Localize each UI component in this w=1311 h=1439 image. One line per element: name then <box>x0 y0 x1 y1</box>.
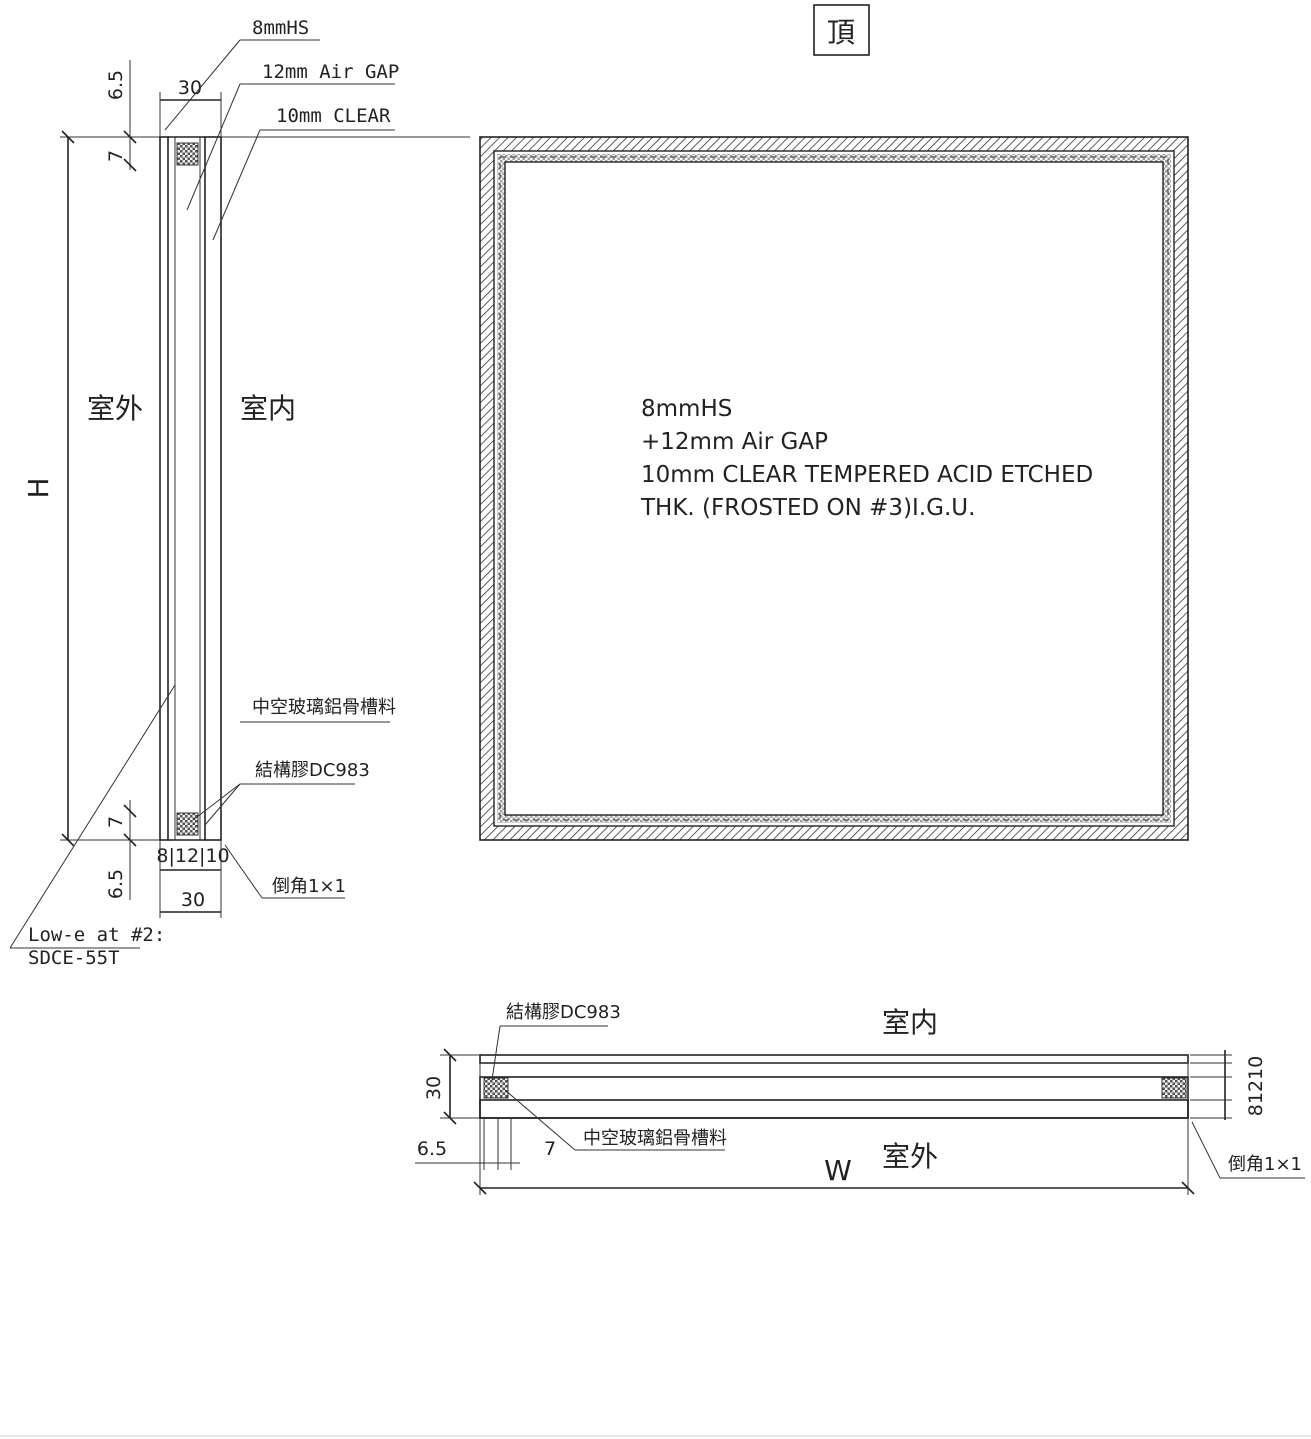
plan-spacer-right <box>1161 1077 1187 1099</box>
dim-bot-7: 7 <box>105 816 127 828</box>
glass-elevation: 8mmHS +12mm Air GAP 10mm CLEAR TEMPERED … <box>479 136 1189 841</box>
dim-top-6-5: 6.5 <box>105 70 127 100</box>
side-inside-label: 室内 <box>240 392 296 425</box>
air-gap-zone <box>174 136 201 841</box>
plan-dim-6-5: 6.5 <box>417 1138 447 1160</box>
glass-note-line2: +12mm Air GAP <box>641 429 828 455</box>
label-spacer-plan: 中空玻璃鋁骨槽料 <box>583 1128 727 1149</box>
plan-dim-7: 7 <box>544 1138 556 1160</box>
plan-glass-10mm <box>479 1099 1189 1119</box>
plan-section: 結構膠DC983 室内 室外 30 6.5 7 W 中空玻璃鋁骨槽料 <box>415 1002 1305 1195</box>
label-10mm-clear: 10mm CLEAR <box>276 105 391 127</box>
plan-inside-label: 室内 <box>882 1006 938 1039</box>
glass-note-line4: THK. (FROSTED ON #3)I.G.U. <box>640 495 975 521</box>
side-section: H 6.5 7 30 7 6.5 8|12|10 30 8mmHS 12mm A… <box>9 17 399 969</box>
plan-glass-8mm <box>479 1054 1189 1064</box>
glass-pane-area <box>504 161 1164 816</box>
plan-spacer-left <box>483 1077 509 1099</box>
side-outside-label: 室外 <box>87 392 143 425</box>
label-lowe-2: SDCE-55T <box>28 947 120 969</box>
dim-top-7: 7 <box>105 150 127 162</box>
label-chamfer-plan: 倒角1×1 <box>1228 1154 1302 1175</box>
plan-width-label: W <box>824 1154 852 1187</box>
dim-bot-30: 30 <box>181 889 205 911</box>
label-spacer-side: 中空玻璃鋁骨槽料 <box>252 697 396 718</box>
glass-note-line3: 10mm CLEAR TEMPERED ACID ETCHED <box>641 462 1093 488</box>
glass-pane-10mm <box>204 136 222 841</box>
glass-note-line1: 8mmHS <box>641 396 732 422</box>
height-label: H <box>22 477 55 498</box>
label-8mmhs: 8mmHS <box>252 17 309 39</box>
plan-dim-81210: 81210 <box>1245 1056 1267 1116</box>
spacer-top <box>176 142 199 166</box>
plan-dim-30: 30 <box>423 1076 445 1100</box>
glass-pane-8mm <box>159 136 169 841</box>
label-chamfer-side: 倒角1×1 <box>272 876 346 897</box>
plan-outside-label: 室外 <box>882 1140 938 1173</box>
dim-top-30: 30 <box>178 77 202 99</box>
dim-bot-6-5: 6.5 <box>105 869 127 899</box>
label-sealant-side: 結構膠DC983 <box>255 760 370 781</box>
title-text: 頂 <box>827 16 855 49</box>
title-box: 頂 <box>813 4 870 56</box>
label-air-gap: 12mm Air GAP <box>262 61 399 83</box>
label-lowe-1: Low-e at #2: <box>28 924 165 946</box>
label-sealant-plan: 結構膠DC983 <box>506 1002 621 1023</box>
spacer-bottom <box>176 812 199 836</box>
dim-8-12-10: 8|12|10 <box>156 845 229 867</box>
